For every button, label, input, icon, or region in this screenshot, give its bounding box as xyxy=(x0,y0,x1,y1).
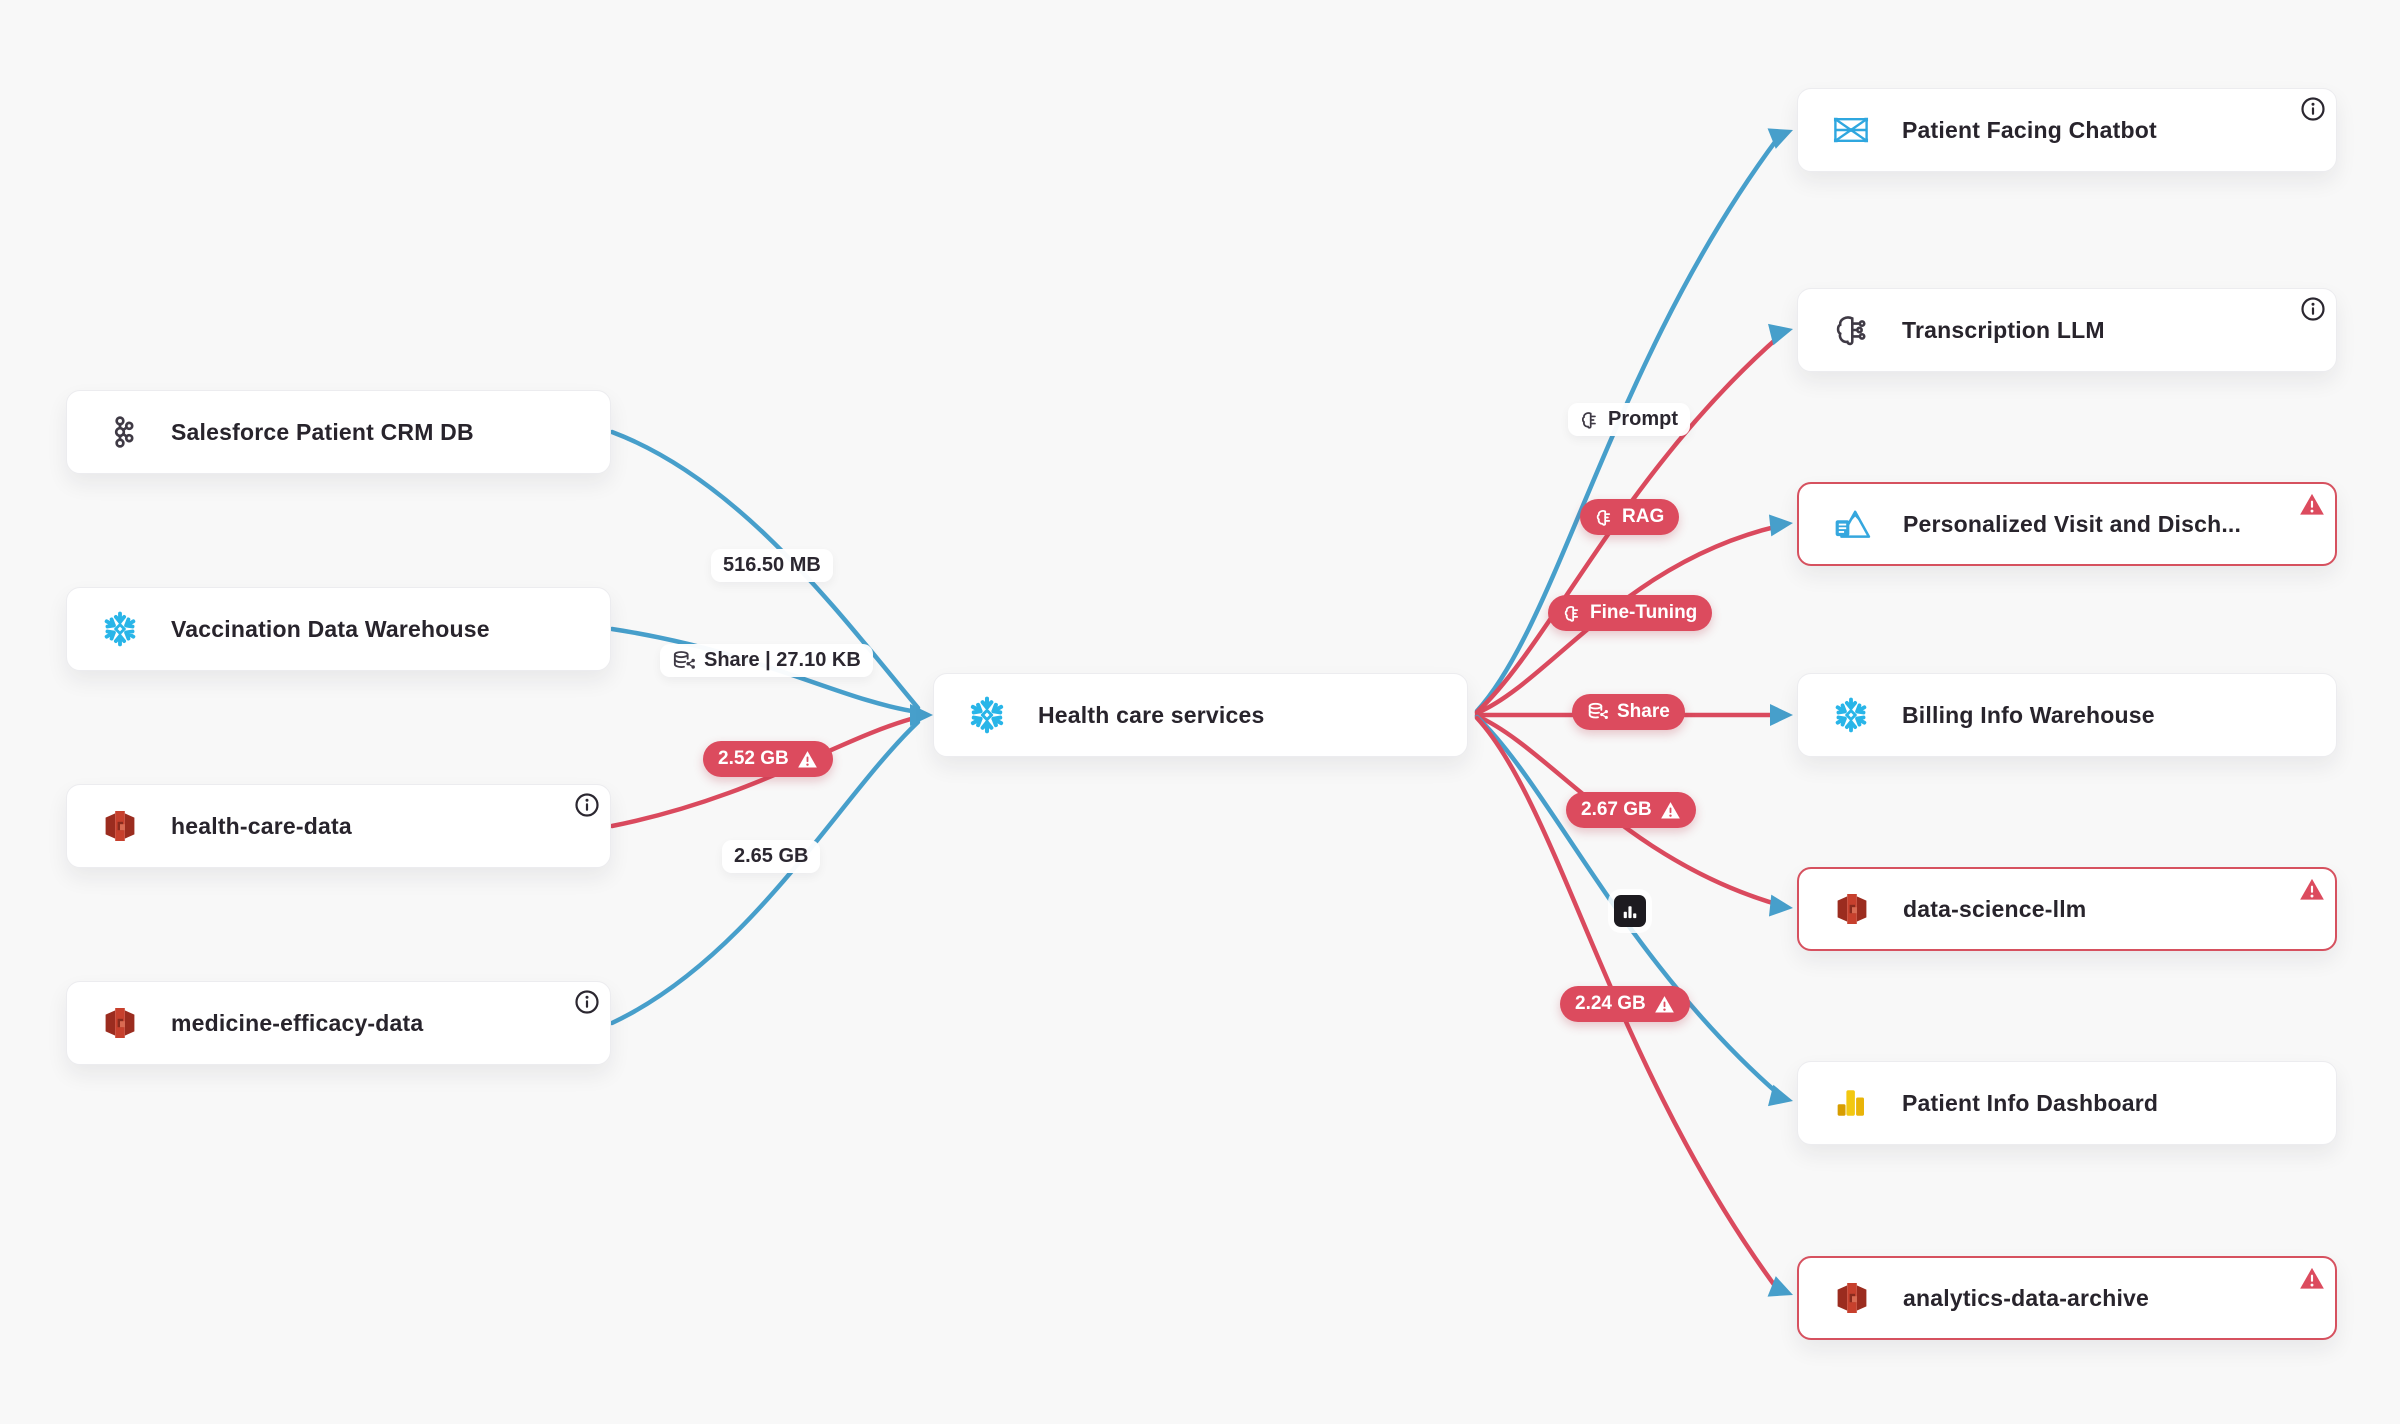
edge-label-size[interactable]: 516.50 MB xyxy=(711,549,833,582)
edge-label-text: Prompt xyxy=(1608,408,1678,430)
info-icon[interactable] xyxy=(574,792,600,818)
warning-icon xyxy=(1660,801,1681,820)
brain-circuit-icon xyxy=(1832,312,1870,348)
node-personalized-visit[interactable]: Personalized Visit and Disch... xyxy=(1797,482,2337,566)
arrowhead-archive xyxy=(1767,1276,1793,1297)
node-label: analytics-data-archive xyxy=(1903,1284,2150,1311)
edge-label-rag[interactable]: RAG xyxy=(1580,499,1680,535)
arrowhead-billing xyxy=(1770,704,1793,726)
node-label: Health care services xyxy=(1038,701,1265,728)
node-health-care-data[interactable]: health-care-data xyxy=(66,784,611,868)
node-transcription-llm[interactable]: Transcription LLM xyxy=(1797,288,2337,372)
database-share-icon xyxy=(1587,702,1609,722)
edge-label-size-warning[interactable]: 2.67 GB xyxy=(1566,792,1696,828)
info-icon[interactable] xyxy=(574,989,600,1015)
edge-label-text: Share xyxy=(1617,701,1670,722)
node-medicine-efficacy-data[interactable]: medicine-efficacy-data xyxy=(66,981,611,1065)
edge-label-text: 516.50 MB xyxy=(723,554,821,576)
warning-icon xyxy=(2299,1265,2325,1291)
edge-center-to-archive xyxy=(1474,715,1781,1293)
arrowhead-into-center xyxy=(910,704,933,726)
arrowhead-dashboard xyxy=(1768,1084,1793,1107)
edge-label-size[interactable]: 2.65 GB xyxy=(722,840,821,873)
node-patient-info-dashboard[interactable]: Patient Info Dashboard xyxy=(1797,1061,2337,1145)
edge-center-to-chatbot xyxy=(1474,135,1781,714)
node-label: Personalized Visit and Disch... xyxy=(1903,510,2242,537)
redshift-icon xyxy=(101,1005,139,1041)
edge-label-text: RAG xyxy=(1622,506,1665,527)
snowflake-icon xyxy=(968,696,1006,734)
kafka-icon xyxy=(101,414,139,450)
edge-center-to-dashboard xyxy=(1474,714,1786,1101)
node-label: Salesforce Patient CRM DB xyxy=(171,418,474,445)
edge-label-share-size[interactable]: Share | 27.10 KB xyxy=(660,644,873,677)
edge-label-text: Fine-Tuning xyxy=(1590,602,1698,623)
node-salesforce-patient-crm-db[interactable]: Salesforce Patient CRM DB xyxy=(66,390,611,474)
node-label: medicine-efficacy-data xyxy=(171,1009,424,1036)
bar-chart-icon xyxy=(1614,895,1646,927)
warning-icon xyxy=(2299,876,2325,902)
brain-icon xyxy=(1563,604,1582,623)
brain-icon xyxy=(1580,410,1600,430)
edge-label-text: 2.67 GB xyxy=(1581,799,1652,820)
node-label: Patient Facing Chatbot xyxy=(1902,116,2157,143)
network-app-icon xyxy=(1832,116,1870,144)
arrowhead-chatbot xyxy=(1767,128,1793,149)
info-icon[interactable] xyxy=(2300,296,2326,322)
warning-icon xyxy=(797,750,818,769)
edge-label-chart[interactable] xyxy=(1614,895,1646,927)
redshift-icon xyxy=(1833,1280,1871,1316)
edge-label-fine-tuning[interactable]: Fine-Tuning xyxy=(1548,595,1713,631)
node-vaccination-data-warehouse[interactable]: Vaccination Data Warehouse xyxy=(66,587,611,671)
node-billing-info-warehouse[interactable]: Billing Info Warehouse xyxy=(1797,673,2337,757)
snowflake-icon xyxy=(1832,697,1870,733)
edge-label-prompt[interactable]: Prompt xyxy=(1568,403,1690,436)
warning-icon xyxy=(1654,995,1675,1014)
node-data-science-llm[interactable]: data-science-llm xyxy=(1797,867,2337,951)
powerbi-icon xyxy=(1832,1086,1870,1120)
mountain-doc-icon xyxy=(1833,506,1871,542)
edge-label-text: Share | 27.10 KB xyxy=(704,649,861,671)
arrowhead-datasci xyxy=(1768,894,1793,917)
edge-label-size-warning[interactable]: 2.24 GB xyxy=(1560,986,1690,1022)
node-label: Vaccination Data Warehouse xyxy=(171,615,490,642)
arrowhead-personalized xyxy=(1768,514,1793,537)
brain-icon xyxy=(1595,508,1614,527)
info-icon[interactable] xyxy=(2300,96,2326,122)
edge-label-text: 2.52 GB xyxy=(718,748,789,769)
node-label: data-science-llm xyxy=(1903,895,2087,922)
redshift-icon xyxy=(1833,891,1871,927)
node-label: Patient Info Dashboard xyxy=(1902,1089,2159,1116)
edge-label-text: 2.65 GB xyxy=(734,845,809,867)
node-patient-facing-chatbot[interactable]: Patient Facing Chatbot xyxy=(1797,88,2337,172)
node-label: Billing Info Warehouse xyxy=(1902,701,2155,728)
node-health-care-services[interactable]: Health care services xyxy=(933,673,1468,757)
node-label: Transcription LLM xyxy=(1902,316,2105,343)
node-analytics-data-archive[interactable]: analytics-data-archive xyxy=(1797,1256,2337,1340)
edge-center-to-transcription xyxy=(1474,330,1786,715)
edge-label-text: 2.24 GB xyxy=(1575,993,1646,1014)
node-label: health-care-data xyxy=(171,812,352,839)
edge-label-size-warning[interactable]: 2.52 GB xyxy=(703,741,833,777)
redshift-icon xyxy=(101,808,139,844)
arrowhead-transcription xyxy=(1768,323,1793,346)
warning-icon xyxy=(2299,491,2325,517)
edge-medicine-to-center xyxy=(609,719,921,1026)
snowflake-icon xyxy=(101,611,139,647)
edge-label-share[interactable]: Share xyxy=(1572,694,1685,730)
database-share-icon xyxy=(672,650,696,672)
